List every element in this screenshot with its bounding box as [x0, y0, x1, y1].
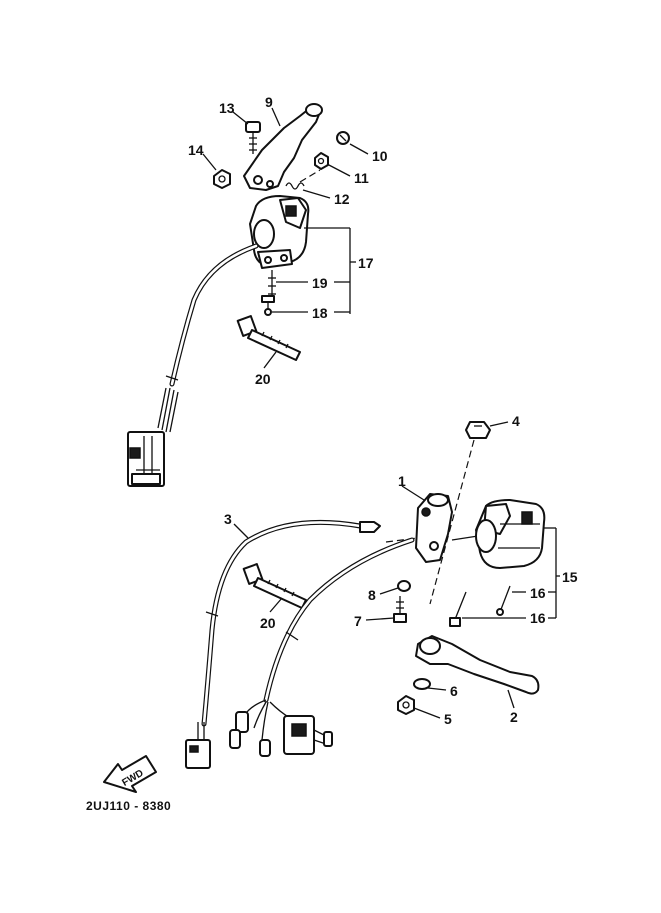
bolt-4 [429, 421, 491, 605]
left-switch-connector [127, 431, 165, 487]
callout-19: 19 [312, 275, 328, 291]
callout-20-upper: 20 [255, 371, 271, 387]
o-ring-6 [413, 678, 431, 690]
callout-7: 7 [354, 613, 362, 629]
nut-5 [397, 695, 415, 715]
callout-5: 5 [444, 711, 452, 727]
callout-13: 13 [219, 100, 235, 116]
callout-20-lower: 20 [260, 615, 276, 631]
bolt-13 [245, 121, 261, 154]
left-handlebar-switch-17 [249, 195, 310, 269]
leader-lines-bottom [233, 421, 560, 719]
callout-16-upper: 16 [530, 585, 546, 601]
callout-3: 3 [224, 511, 232, 527]
screw-18 [261, 295, 275, 316]
callout-4: 4 [512, 413, 520, 429]
callout-10: 10 [372, 148, 388, 164]
diagram-code: 2UJ110 - 8380 [86, 799, 171, 813]
screw-16-lower [449, 591, 467, 627]
callout-11: 11 [354, 170, 369, 186]
spring-12 [285, 169, 321, 190]
leader-lines-top [202, 107, 369, 369]
callout-1: 1 [398, 473, 406, 489]
throttle-cable-3 [185, 519, 381, 769]
callout-16-lower: 16 [530, 610, 546, 626]
callout-15: 15 [562, 569, 578, 585]
lever-2 [415, 635, 540, 695]
cable-tie-20-lower [242, 563, 307, 609]
callout-12: 12 [334, 191, 350, 207]
callout-17: 17 [358, 255, 374, 271]
callout-18: 18 [312, 305, 328, 321]
lever-holder-1 [385, 493, 479, 563]
fwd-arrow: FWD [103, 755, 157, 793]
nut-11 [314, 152, 329, 170]
right-handlebar-switch-15 [475, 499, 546, 569]
bolt-7 [393, 596, 407, 623]
screw-16-upper [496, 585, 511, 616]
screw-10 [336, 131, 350, 145]
right-switch-harness [229, 537, 415, 757]
callout-6: 6 [450, 683, 458, 699]
callout-14: 14 [188, 142, 204, 158]
callout-9: 9 [265, 94, 273, 110]
left-switch-cable [157, 243, 259, 433]
callout-2: 2 [510, 709, 518, 725]
lever-9 [243, 103, 323, 191]
callout-8: 8 [368, 587, 376, 603]
nut-14 [213, 169, 231, 189]
cable-tie-20-upper [236, 315, 301, 361]
washer-8 [397, 580, 411, 592]
